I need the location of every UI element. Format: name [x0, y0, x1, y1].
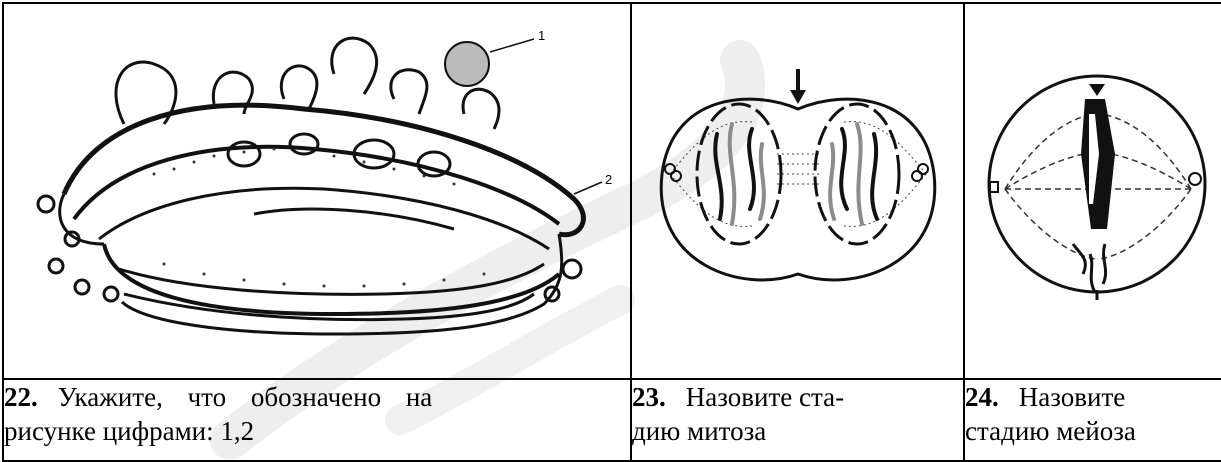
question-24-number: 24.: [965, 382, 999, 412]
question-22-text: Укажите, что обозначено на: [58, 382, 433, 412]
questions-row: 22. Укажите, что обозначено на рисунке ци…: [3, 379, 1221, 461]
golgi-apparatus-illustration: 1 2: [4, 4, 630, 378]
question-22-number: 22.: [4, 382, 38, 412]
arrow-down-icon: [1089, 84, 1105, 96]
figure-cell-24: [964, 3, 1221, 379]
question-23-number: 23.: [632, 382, 666, 412]
question-22-line1: 22. Укажите, что обозначено на: [4, 380, 630, 414]
question-23-text: Назовите ста-: [686, 382, 844, 412]
question-24-line1: 24. Назовите: [965, 380, 1221, 414]
question-24-text: Назовите: [1019, 382, 1125, 412]
meiosis-anaphase-illustration: [965, 4, 1221, 378]
question-23: 23. Назовите ста- дию митоза: [631, 379, 964, 461]
figure-cell-22: 1 2: [3, 3, 631, 379]
question-23-line2: дию митоза: [632, 414, 963, 448]
label-1-leader: [490, 39, 534, 52]
arrow-down-icon: [790, 90, 806, 104]
question-22-line2: рисунке цифрами: 1,2: [4, 414, 630, 448]
figures-row: 1 2: [3, 3, 1221, 379]
question-22: 22. Укажите, что обозначено на рисунке ци…: [3, 379, 631, 461]
label-2-leader: [574, 182, 602, 194]
question-24: 24. Назовите стадию мейоза: [964, 379, 1221, 461]
question-23-line1: 23. Назовите ста-: [632, 380, 963, 414]
figure-cell-23: [631, 3, 964, 379]
label-2: 2: [605, 172, 612, 187]
mitosis-telophase-illustration: [632, 4, 963, 378]
label-1: 1: [538, 28, 545, 43]
question-24-line2: стадию мейоза: [965, 414, 1221, 448]
